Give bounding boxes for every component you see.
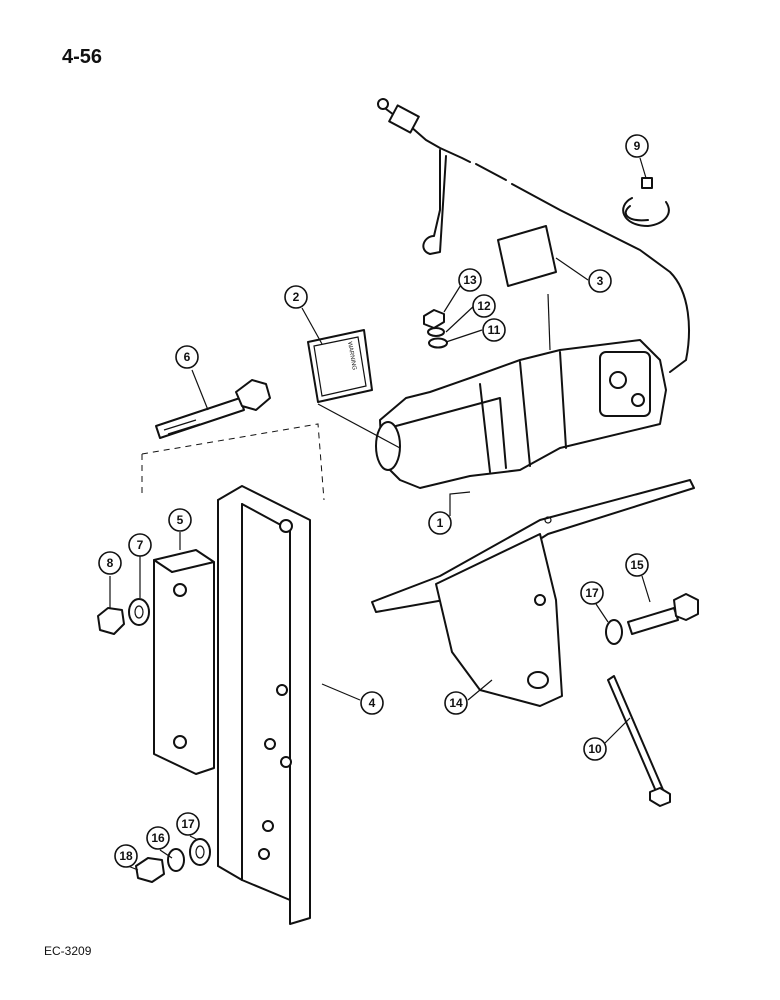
svg-text:4: 4 (369, 696, 376, 710)
blank-label (497, 225, 557, 287)
callout-10: 10 (583, 737, 607, 761)
page-number: 4-56 (62, 46, 103, 68)
svg-text:11: 11 (488, 323, 501, 337)
callout-12: 12 (472, 294, 496, 318)
svg-text:5: 5 (177, 513, 184, 527)
callout-14: 14 (444, 691, 468, 715)
callout-16: 16 (146, 826, 170, 850)
callout-17-bottom: 17 (176, 812, 200, 836)
channel-bracket (217, 485, 311, 925)
svg-text:12: 12 (477, 299, 491, 313)
callout-3: 3 (588, 269, 612, 293)
mounting-bracket (371, 479, 695, 707)
callout-13: 13 (458, 268, 482, 292)
control-valve-assembly (317, 293, 667, 489)
svg-text:10: 10 (588, 742, 602, 756)
nut-and-washers (423, 309, 448, 349)
svg-text:13: 13 (463, 273, 477, 287)
svg-text:7: 7 (137, 538, 144, 552)
svg-text:2: 2 (293, 290, 300, 304)
figure-code: EC-3209 (44, 944, 92, 958)
svg-text:18: 18 (119, 849, 133, 863)
svg-text:1: 1 (437, 516, 444, 530)
svg-text:14: 14 (449, 696, 463, 710)
callout-2: 2 (284, 285, 308, 309)
warning-decal: WARNING (307, 329, 373, 403)
nut-washer-left (97, 598, 150, 635)
svg-text:17: 17 (585, 586, 599, 600)
spacer-block (153, 549, 215, 775)
callout-15: 15 (625, 553, 649, 577)
svg-text:8: 8 (107, 556, 114, 570)
svg-text:15: 15 (630, 558, 644, 572)
svg-text:16: 16 (151, 831, 165, 845)
svg-text:9: 9 (634, 139, 641, 153)
svg-text:17: 17 (181, 817, 195, 831)
callout-4: 4 (360, 691, 384, 715)
callout-8: 8 (98, 551, 122, 575)
bolt-vertical (607, 675, 671, 807)
callout-17-right: 17 (580, 581, 604, 605)
svg-text:3: 3 (597, 274, 604, 288)
warning-decal-text: WARNING (346, 341, 357, 371)
callout-7: 7 (128, 533, 152, 557)
washer-right (605, 619, 623, 645)
callout-1: 1 (428, 511, 452, 535)
callout-5: 5 (168, 508, 192, 532)
bolt-long (155, 379, 271, 439)
nut-washers-bottom (135, 838, 211, 883)
svg-text:6: 6 (184, 350, 191, 364)
callout-6: 6 (175, 345, 199, 369)
callout-18: 18 (114, 844, 138, 868)
callout-11: 11 (482, 318, 506, 342)
callout-9: 9 (625, 134, 649, 158)
cable-clip (622, 177, 670, 227)
wiring-harness (377, 98, 690, 373)
bolt-short (627, 593, 699, 635)
alignment-guide (141, 423, 325, 501)
